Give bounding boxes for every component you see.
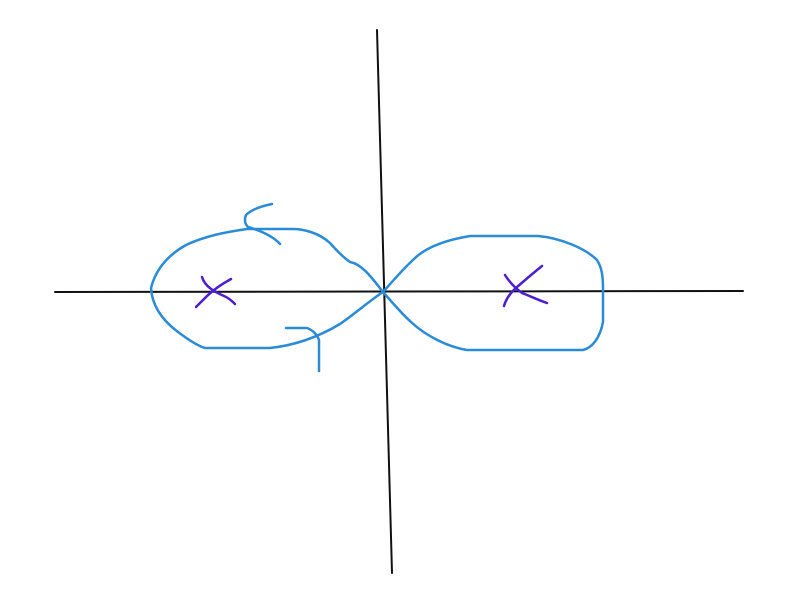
vertical-axis (376, 29, 393, 574)
lower-direction-arrow (284, 326, 321, 373)
figure-eight-contour-right-lobe (381, 234, 605, 352)
left-pole-cross (194, 275, 237, 309)
right-pole-cross (502, 264, 549, 308)
upper-direction-arrow (243, 202, 282, 246)
horizontal-axis (54, 290, 744, 293)
figure-eight-contour-left-lobe (149, 227, 385, 350)
